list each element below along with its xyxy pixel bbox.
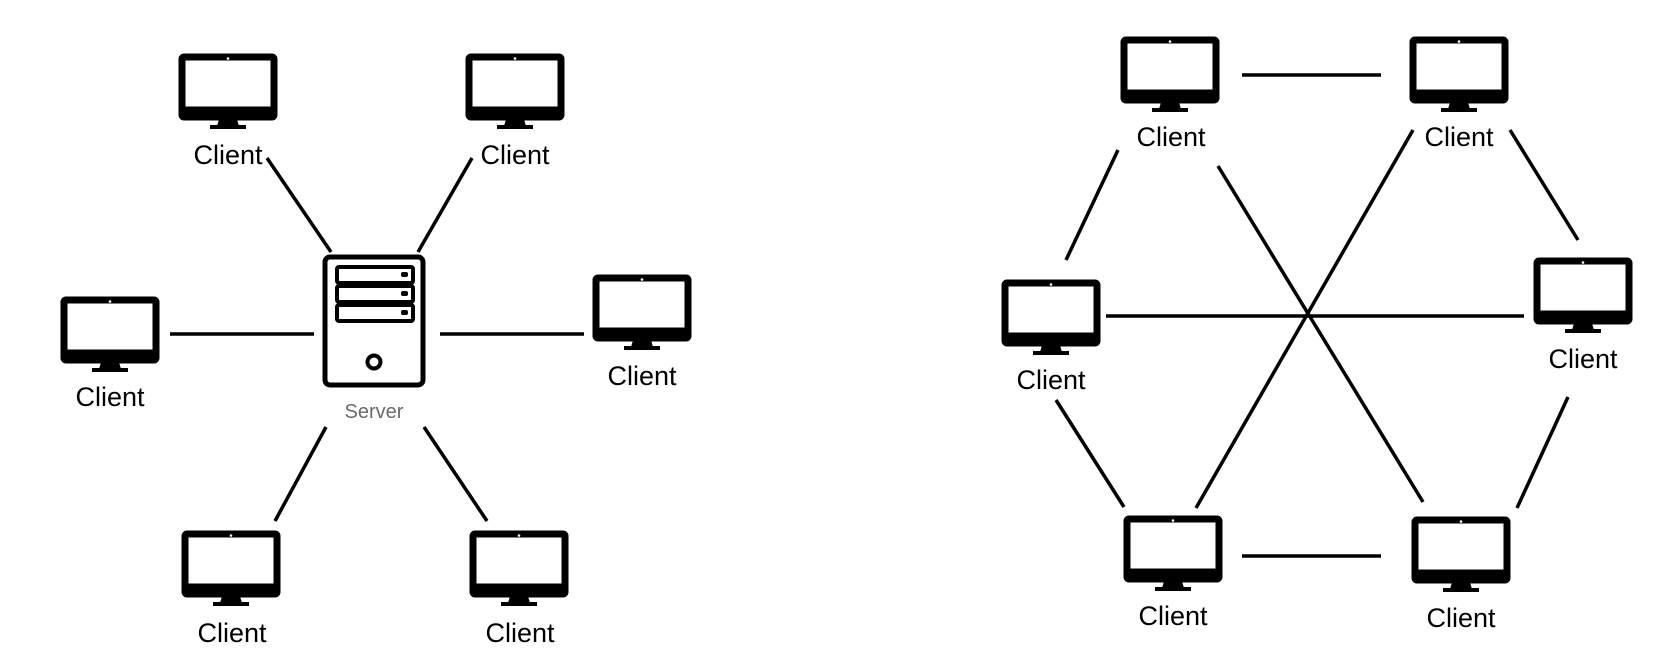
monitor-icon: [473, 534, 565, 606]
monitor-icon: [1415, 520, 1507, 592]
monitor-icon: [1127, 519, 1219, 591]
client-label: Client: [75, 382, 145, 412]
client-node: Client: [1415, 520, 1507, 633]
monitor-icon: [1537, 261, 1629, 333]
server-icon: [325, 257, 423, 385]
client-label: Client: [480, 140, 550, 170]
monitor-icon: [1124, 40, 1216, 112]
server-links: [170, 157, 584, 522]
link-peer: [1194, 129, 1415, 509]
monitor-icon: [1413, 40, 1505, 112]
link-peer: [1515, 396, 1570, 509]
monitor-icon: [182, 57, 274, 129]
client-node: Client: [473, 534, 565, 648]
link-peer: [1054, 399, 1126, 508]
server-node: Server: [325, 257, 423, 423]
client-node: Client: [1537, 261, 1629, 374]
client-label: Client: [1424, 122, 1494, 152]
server-label: Server: [345, 401, 404, 423]
client-node: Client: [64, 300, 156, 412]
client-node: Client: [1124, 40, 1216, 152]
peer-links: [1054, 73, 1580, 558]
client-node: Client: [596, 278, 688, 391]
client-label: Client: [197, 618, 267, 648]
client-node: Client: [185, 534, 277, 648]
client-label: Client: [607, 361, 677, 391]
link-peer: [1216, 165, 1425, 503]
client-node: Client: [1413, 40, 1505, 152]
link-peer: [1064, 149, 1120, 261]
client-server-diagram: Server Client Client Client Client Clien…: [64, 57, 688, 648]
client-label: Client: [1016, 365, 1086, 395]
client-label: Client: [1136, 122, 1206, 152]
monitor-icon: [469, 57, 561, 129]
client-node: Client: [1127, 519, 1219, 631]
monitor-icon: [596, 278, 688, 350]
client-label: Client: [193, 140, 263, 170]
client-node: Client: [469, 57, 561, 170]
monitor-icon: [64, 300, 156, 372]
link-server-client-5: [273, 426, 328, 522]
client-label: Client: [485, 618, 555, 648]
peer-to-peer-diagram: Client Client Client Client Client Clien…: [1005, 40, 1629, 633]
client-label: Client: [1426, 603, 1496, 633]
link-server-client-1: [265, 157, 333, 253]
client-label: Client: [1548, 344, 1618, 374]
client-node: Client: [1005, 283, 1097, 395]
client-node: Client: [182, 57, 274, 170]
link-server-client-6: [422, 426, 489, 522]
link-server-client-2: [416, 157, 474, 253]
monitor-icon: [185, 534, 277, 606]
client-label: Client: [1138, 601, 1208, 631]
link-peer: [1508, 129, 1580, 241]
monitor-icon: [1005, 283, 1097, 355]
